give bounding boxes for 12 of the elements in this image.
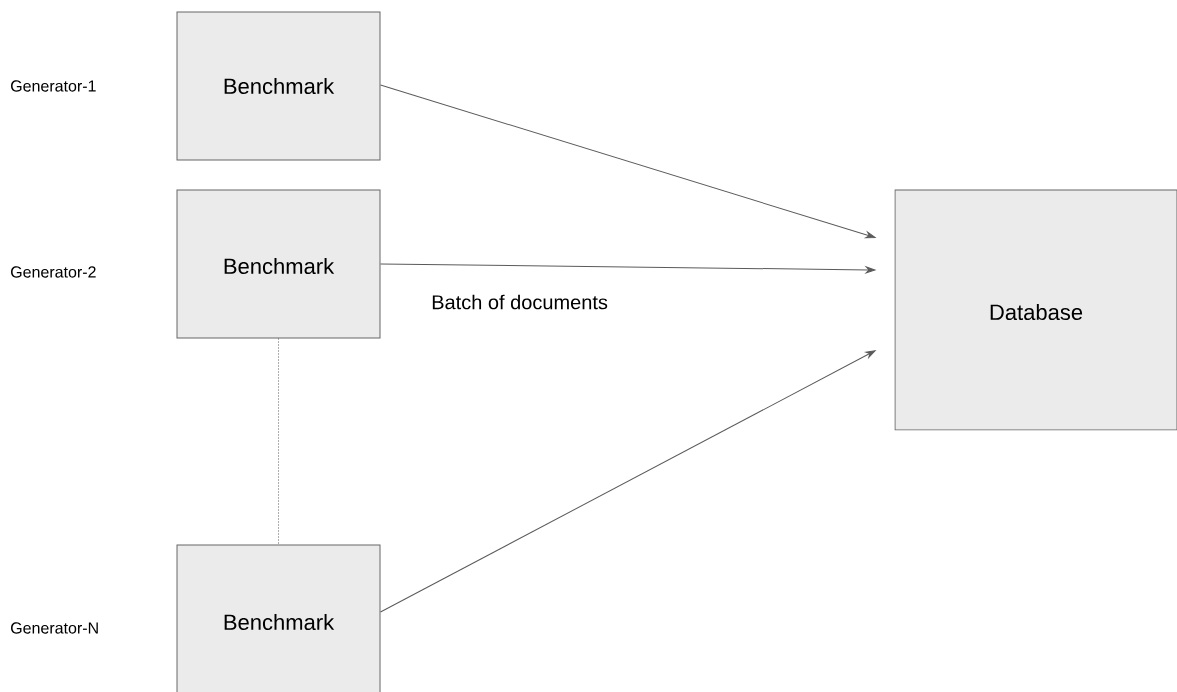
process-box: Benchmark [176, 544, 381, 692]
arrow [380, 84, 876, 239]
side-label: Generator-N [11, 622, 98, 634]
dotted-line [278, 338, 279, 545]
side-label: Generator-2 [11, 266, 96, 278]
edge-label: Batch of documents [430, 293, 609, 311]
process-box: Benchmark [176, 11, 381, 161]
process-box: Database [894, 189, 1177, 431]
arrow [380, 263, 876, 274]
process-box: Benchmark [176, 189, 381, 339]
arrow [380, 350, 876, 613]
side-label: Generator-1 [11, 80, 96, 92]
